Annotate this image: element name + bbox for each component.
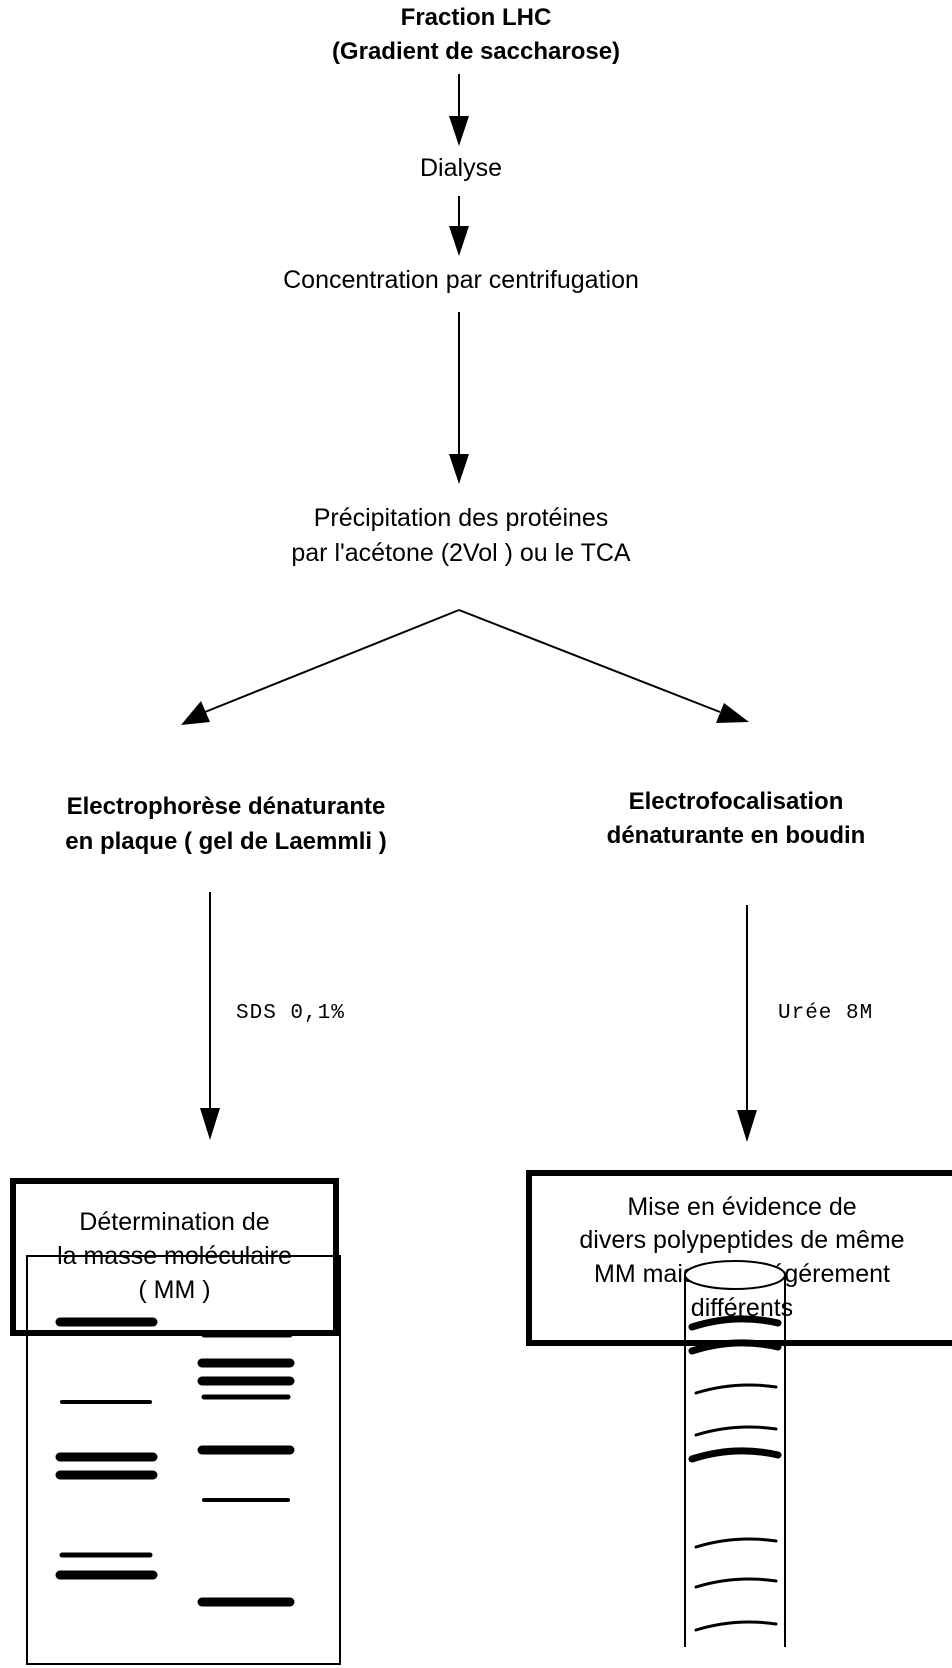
left-branch-title-line2: en plaque ( gel de Laemmli ): [65, 828, 387, 855]
step-concentration: Concentration par centrifugation: [283, 266, 639, 294]
slab-gel-plate: [26, 1255, 341, 1665]
arrow-left-branch-down: [200, 892, 220, 1140]
arrow-dialyse-to-concentration: [449, 196, 469, 256]
start-title-line2: (Gradient de saccharose): [331, 38, 621, 65]
tube-top-rim: [684, 1260, 786, 1290]
arrow-split-right: [458, 609, 749, 723]
left-result-line3: ( MM ): [138, 1275, 211, 1304]
tube-band: [694, 1425, 778, 1437]
tube-band: [694, 1383, 778, 1395]
step-precipitation-line1: Précipitation des protéines: [313, 504, 609, 532]
tube-band: [694, 1537, 778, 1549]
tube-band: [688, 1339, 782, 1355]
right-branch-title-line1: Electrofocalisation: [628, 788, 844, 815]
tube-band: [694, 1620, 778, 1632]
left-branch-title-line1: Electrophorèse dénaturante: [66, 793, 386, 820]
arrow-concentration-to-precipitation: [449, 312, 469, 484]
step-precipitation-line2: par l'acétone (2Vol ) ou le TCA: [291, 539, 631, 567]
tube-band: [694, 1577, 778, 1589]
arrow-right-branch-down: [737, 905, 757, 1142]
start-title-line1: Fraction LHC: [400, 4, 552, 31]
right-result-line2: divers polypeptides de même: [579, 1226, 905, 1255]
step-dialyse: Dialyse: [420, 154, 502, 182]
tube-band: [688, 1447, 782, 1463]
right-branch-condition: Urée 8M: [778, 1002, 874, 1025]
right-result-line1: Mise en évidence de: [627, 1192, 857, 1221]
tube-band: [688, 1315, 782, 1331]
tube-gel: [684, 1260, 786, 1647]
right-branch-title-line2: dénaturante en boudin: [606, 822, 866, 849]
slab-gel-bands: [55, 1317, 295, 1607]
arrow-split-left: [181, 609, 460, 725]
left-branch-condition: SDS 0,1%: [236, 1002, 345, 1025]
left-result-line1: Détermination de: [79, 1208, 270, 1237]
arrow-start-to-dialyse: [449, 74, 469, 146]
